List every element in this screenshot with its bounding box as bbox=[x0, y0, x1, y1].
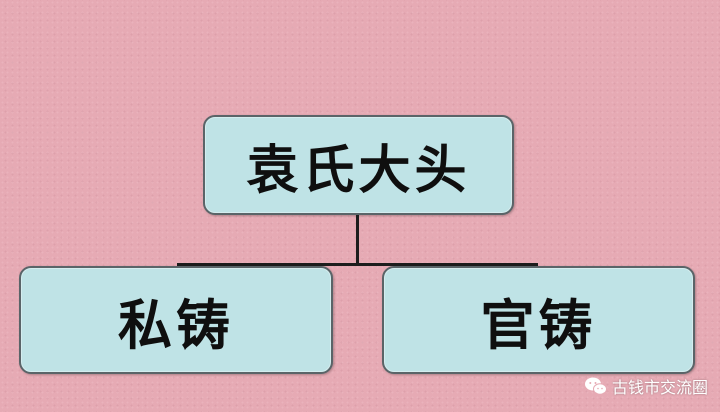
child-node-label: 私铸 bbox=[118, 292, 234, 357]
connector-stem bbox=[356, 215, 359, 265]
child-node-private-mint: 私铸 bbox=[19, 266, 333, 374]
root-node: 袁氏大头 bbox=[203, 115, 514, 215]
connector-crossbar bbox=[177, 263, 538, 266]
wechat-icon bbox=[584, 377, 607, 395]
connector-right-drop bbox=[535, 263, 538, 268]
child-node-official-mint: 官铸 bbox=[382, 266, 695, 374]
connector-left-drop bbox=[177, 263, 180, 268]
root-node-label: 袁氏大头 bbox=[246, 139, 471, 201]
child-node-label: 官铸 bbox=[480, 292, 597, 357]
watermark-text: 古钱市交流圈 bbox=[611, 378, 708, 397]
watermark: 古钱市交流圈 bbox=[584, 374, 708, 398]
